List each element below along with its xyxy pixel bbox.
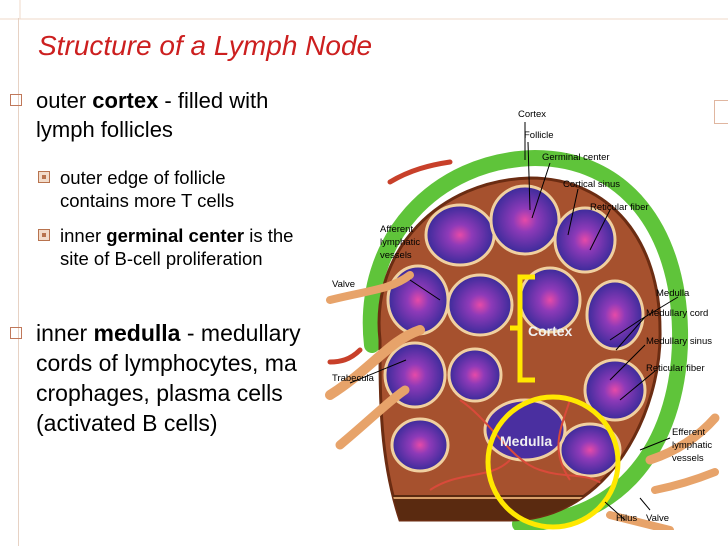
label-reticular-fiber-top: Reticular fiber <box>590 202 649 213</box>
left-border-line <box>18 18 19 546</box>
label-valve-left: Valve <box>332 279 355 290</box>
capsule <box>362 149 689 530</box>
leader-lines <box>349 122 679 521</box>
label-cortical-sinus: Cortical sinus <box>563 179 620 190</box>
label-valve-bottom: Valve <box>646 513 669 524</box>
sub-bullet-t-cells: outer edge of follicle contains more T c… <box>38 166 295 212</box>
label-medullary-cord: Medullary cord <box>646 308 708 319</box>
label-germinal-center: Germinal center <box>542 152 610 163</box>
medullary-cords <box>429 399 611 491</box>
top-border <box>0 0 728 20</box>
medulla-circle <box>485 394 621 530</box>
cortex-bracket <box>510 274 535 383</box>
label-hilus: Hilus <box>616 513 637 524</box>
label-follicle: Follicle <box>524 130 554 141</box>
label-efferent-2: lymphatic <box>672 440 712 451</box>
bullet-marker <box>10 327 22 339</box>
term-germinal-center: germinal center <box>106 225 245 246</box>
label-medulla: Medulla <box>656 288 690 299</box>
sub-bullet-marker <box>38 171 50 183</box>
slide-title: Structure of a Lymph Node <box>38 30 373 61</box>
label-efferent-1: Efferent <box>672 427 705 438</box>
label-afferent-1: Afferent <box>380 224 413 235</box>
bullet-cortex: outer cortex - filled with lymph follicl… <box>10 86 296 144</box>
sub-bullet-marker <box>38 229 50 241</box>
term-medulla: medulla <box>93 320 181 346</box>
overlay-medulla-label: Medulla <box>500 433 552 449</box>
lymphatic-vessels <box>325 159 720 530</box>
sub-bullet-germinal-center: inner germinal center is the site of B-c… <box>38 224 305 270</box>
label-afferent-2: lymphatic <box>380 237 420 248</box>
label-efferent-3: vessels <box>672 453 704 464</box>
term-cortex: cortex <box>92 88 159 113</box>
overlay-cortex-label: Cortex <box>528 323 573 339</box>
slide-edge-tab <box>714 100 728 124</box>
label-afferent-3: vessels <box>380 250 412 261</box>
label-reticular-fiber-right: Reticular fiber <box>646 363 705 374</box>
bullet-marker <box>10 94 22 106</box>
lymph-node-diagram: Cortex Medulla Cortex Follicle Germinal … <box>325 109 720 530</box>
label-medullary-sinus: Medullary sinus <box>646 336 712 347</box>
label-trabecula: Trabecula <box>332 373 375 384</box>
label-cortex: Cortex <box>518 109 546 120</box>
bullet-medulla: inner medulla - medullary cords of lymph… <box>10 318 306 438</box>
